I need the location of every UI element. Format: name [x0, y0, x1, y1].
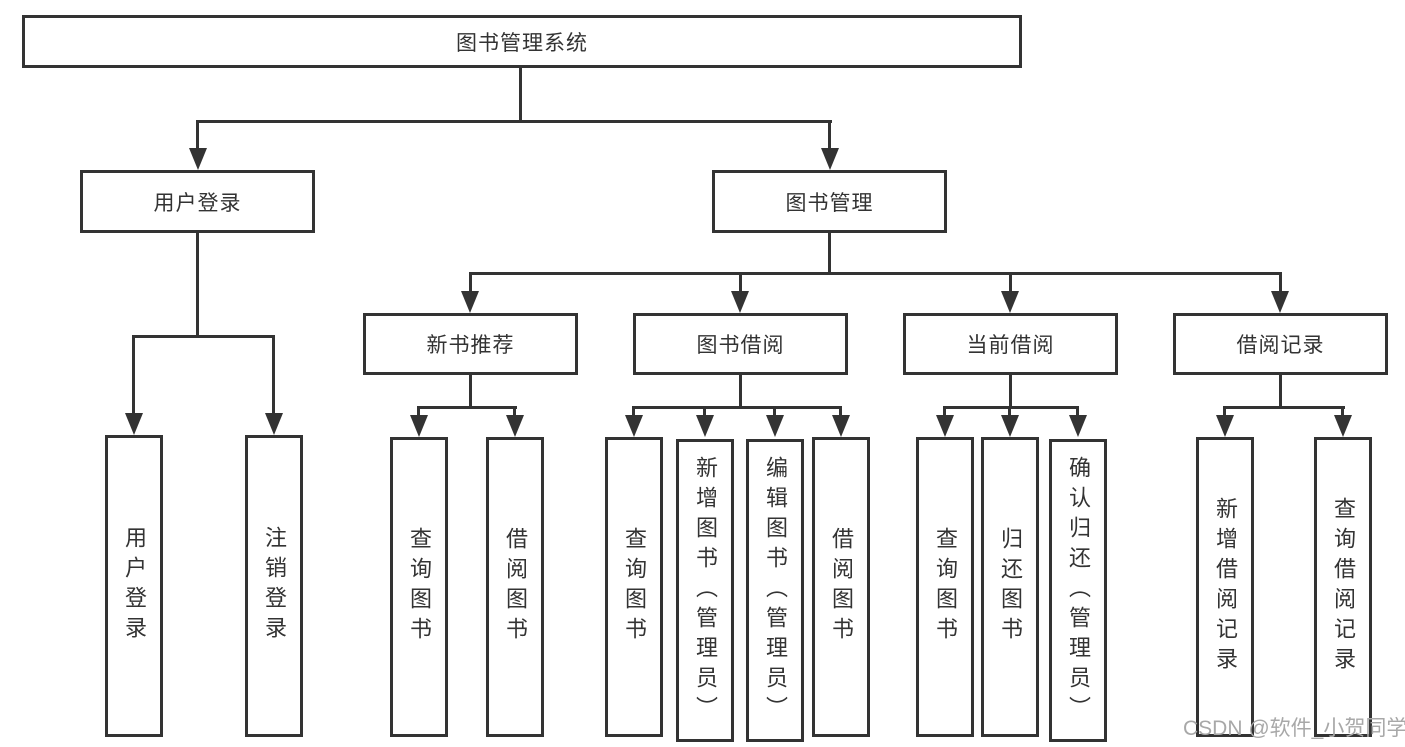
arrow-down [1069, 415, 1087, 437]
connector-bar [943, 406, 1079, 409]
node-book-management: 图书管理 [712, 170, 947, 233]
arrow-down [1001, 415, 1019, 437]
connector-stem [1009, 375, 1012, 409]
leaf-cb-confirm-return-admin: 确认归还（管理员） [1049, 439, 1107, 742]
node-new-book-recommend-label: 新书推荐 [426, 334, 515, 357]
connector-drop [703, 406, 706, 417]
leaf-bb-edit-books-admin: 编辑图书（管理员） [746, 439, 804, 742]
leaf-cb-return-books: 归还图书 [981, 437, 1039, 737]
connector-stem [739, 375, 742, 409]
connector-stem [519, 68, 522, 123]
arrow-down [265, 413, 283, 435]
connector-drop [773, 406, 776, 417]
connector-bar [632, 406, 842, 409]
connector-drop [943, 406, 946, 417]
node-borrow-records: 借阅记录 [1173, 313, 1388, 375]
node-user-login-label: 用户登录 [153, 191, 242, 215]
connector-stem [469, 375, 472, 409]
connector-drop [513, 406, 516, 417]
connector-drop [469, 272, 472, 293]
connector-bar [469, 272, 1282, 275]
leaf-bb-query-books-label: 查询图书 [622, 527, 647, 647]
connector-stem [196, 233, 199, 338]
arrow-down [625, 415, 643, 437]
connector-stem [828, 233, 831, 275]
leaf-nbr-query-books-label: 查询图书 [407, 527, 432, 647]
connector-drop [272, 335, 275, 417]
connector-drop [417, 406, 420, 417]
connector-drop [839, 406, 842, 417]
node-current-borrow-label: 当前借阅 [966, 334, 1055, 357]
connector-bar [196, 120, 832, 123]
node-root-label: 图书管理系统 [456, 31, 588, 55]
csdn-watermark: CSDN @软件_小贺同学 [1183, 717, 1405, 740]
leaf-bb-edit-books-admin-label: 编辑图书（管理员） [763, 455, 788, 726]
connector-drop [1008, 406, 1011, 417]
arrow-down [125, 413, 143, 435]
arrow-down [410, 415, 428, 437]
connector-bar [132, 335, 275, 338]
arrow-down [189, 148, 207, 170]
arrow-down [1001, 291, 1019, 313]
arrow-down [1334, 415, 1352, 437]
leaf-nbr-query-books: 查询图书 [390, 437, 448, 737]
arrow-down [731, 291, 749, 313]
arrow-down [461, 291, 479, 313]
leaf-bb-query-books: 查询图书 [605, 437, 663, 737]
leaf-cb-query-books: 查询图书 [916, 437, 974, 737]
arrow-down [936, 415, 954, 437]
connector-drop [1341, 406, 1344, 417]
leaf-logout-label: 注销登录 [262, 526, 287, 646]
arrow-down [696, 415, 714, 437]
arrow-down [506, 415, 524, 437]
arrow-down [821, 148, 839, 170]
leaf-br-add-record-label: 新增借阅记录 [1213, 497, 1238, 677]
leaf-bb-add-books-admin-label: 新增图书（管理员） [693, 455, 718, 726]
connector-drop [828, 120, 831, 152]
leaf-nbr-borrow-books: 借阅图书 [486, 437, 544, 737]
leaf-br-query-record: 查询借阅记录 [1314, 437, 1372, 737]
node-current-borrow: 当前借阅 [903, 313, 1118, 375]
connector-drop [632, 406, 635, 417]
connector-drop [1076, 406, 1079, 417]
leaf-bb-borrow-books: 借阅图书 [812, 437, 870, 737]
node-new-book-recommend: 新书推荐 [363, 313, 578, 375]
connector-stem [1279, 375, 1282, 409]
connector-drop [1279, 272, 1282, 293]
connector-drop [1223, 406, 1226, 417]
connector-drop [132, 335, 135, 417]
arrow-down [832, 415, 850, 437]
connector-drop [1009, 272, 1012, 293]
connector-bar [1223, 406, 1345, 409]
leaf-cb-return-books-label: 归还图书 [998, 527, 1023, 647]
leaf-logout: 注销登录 [245, 435, 303, 737]
leaf-nbr-borrow-books-label: 借阅图书 [503, 527, 528, 647]
node-book-borrow: 图书借阅 [633, 313, 848, 375]
leaf-user-login: 用户登录 [105, 435, 163, 737]
leaf-br-add-record: 新增借阅记录 [1196, 437, 1254, 737]
leaf-bb-borrow-books-label: 借阅图书 [829, 527, 854, 647]
leaf-br-query-record-label: 查询借阅记录 [1331, 497, 1356, 677]
leaf-user-login-label: 用户登录 [122, 526, 147, 646]
node-book-borrow-label: 图书借阅 [696, 334, 785, 357]
connector-drop [196, 120, 199, 152]
node-book-management-label: 图书管理 [785, 191, 874, 215]
node-user-login: 用户登录 [80, 170, 315, 233]
connector-bar [417, 406, 517, 409]
node-root: 图书管理系统 [22, 15, 1022, 68]
leaf-cb-confirm-return-admin-label: 确认归还（管理员） [1066, 455, 1091, 726]
arrow-down [766, 415, 784, 437]
node-borrow-records-label: 借阅记录 [1236, 334, 1325, 357]
connector-drop [739, 272, 742, 293]
leaf-bb-add-books-admin: 新增图书（管理员） [676, 439, 734, 742]
arrow-down [1271, 291, 1289, 313]
arrow-down [1216, 415, 1234, 437]
leaf-cb-query-books-label: 查询图书 [933, 527, 958, 647]
